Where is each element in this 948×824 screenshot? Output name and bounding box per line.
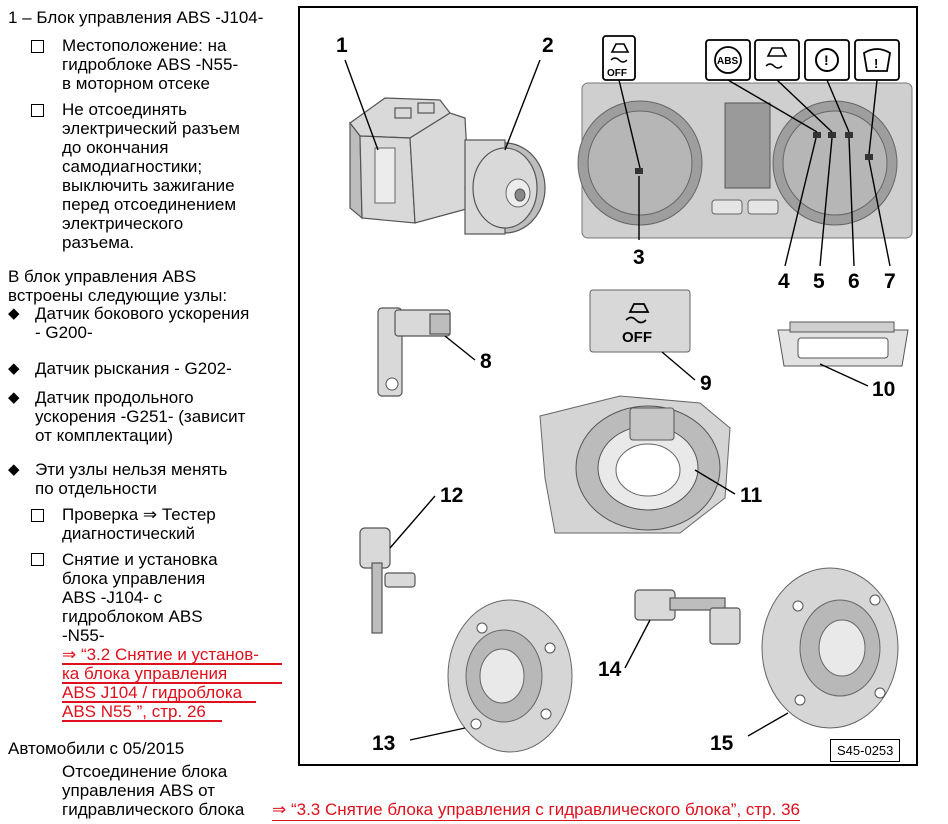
link-underline: [62, 720, 222, 722]
diamond-bullet-icon: ◆: [8, 360, 20, 377]
callout-leader: [868, 159, 891, 267]
sensor-plug: [634, 589, 741, 645]
sensor-item: Датчик продольного ускорения -G251- (зав…: [35, 388, 246, 445]
button-off-label: OFF: [622, 329, 652, 346]
callout-leader: [504, 59, 541, 151]
figure-drawing: 1 2 OFF ABS ! !: [336, 34, 913, 755]
callout-15: 15: [710, 732, 734, 755]
diamond-bullet-icon: ◆: [8, 389, 20, 406]
tire-pressure-warning-icon: !: [854, 39, 900, 81]
instrument-cluster: [577, 82, 913, 239]
checkbox-icon: [31, 553, 44, 566]
esc-warning-icon: [754, 39, 800, 81]
checkbox-icon: [31, 104, 44, 117]
diamond-bullet-icon: ◆: [8, 461, 20, 478]
sensor-item: Датчик рыскания - G202-: [35, 359, 232, 378]
callout-12: 12: [440, 484, 463, 507]
callout-leader: [409, 727, 466, 741]
callout-leader: [661, 351, 696, 381]
checkbox-icon: [31, 509, 44, 522]
callout-7: 7: [884, 270, 896, 293]
steering-angle-sensor: [539, 395, 731, 534]
component-title: 1 – Блок управления ABS -J104-: [8, 8, 264, 27]
callout-3: 3: [633, 246, 645, 269]
vehicles-heading: Автомобили с 05/2015: [8, 739, 185, 758]
callout-13: 13: [372, 732, 395, 755]
callout-leader: [747, 712, 789, 737]
wheel-hub-left: [447, 599, 573, 753]
callout-leader: [868, 79, 878, 155]
esc-off-button: OFF: [589, 289, 691, 353]
callout-leader: [344, 59, 379, 151]
callout-leader: [389, 495, 436, 549]
sensor-item: Эти узлы нельзя менять по отдельности: [35, 460, 228, 498]
checkbox-icon: [31, 40, 44, 53]
callout-leader: [784, 137, 817, 267]
callout-leader: [618, 79, 641, 169]
callout-6: 6: [848, 270, 860, 293]
sensor-connector: [377, 307, 451, 397]
callout-leader: [624, 619, 651, 669]
callout-9: 9: [700, 372, 712, 395]
abs-warning-icon: ABS: [705, 39, 751, 81]
callout-leader: [848, 137, 855, 267]
icon-off-label: OFF: [607, 68, 627, 79]
callout-leader: [819, 363, 869, 387]
diagnostic-connector: [777, 321, 909, 367]
callout-leader: [694, 469, 736, 495]
vehicles-disconnect-note: Отсоединение блока управления ABS от гид…: [62, 762, 245, 819]
callout-4: 4: [778, 270, 790, 293]
diamond-bullet-icon: ◆: [8, 305, 20, 322]
wheel-speed-sensor: [359, 527, 416, 634]
svg-text:!: !: [874, 56, 878, 71]
vehicles-link[interactable]: ⇒ “3.3 Снятие блока управления с гидравл…: [272, 800, 800, 821]
callout-leader: [444, 335, 476, 361]
callout-14: 14: [598, 658, 622, 681]
figure-reference-code: S45-0253: [830, 739, 901, 762]
wheel-hub-right: [761, 567, 899, 729]
callout-leader: [727, 79, 818, 133]
disconnect-note: Не отсоединять электрический разъем до о…: [62, 100, 240, 252]
sensor-item: Датчик бокового ускорения - G200-: [35, 304, 250, 342]
icon-abs-label: ABS: [717, 56, 738, 67]
callout-leader: [826, 79, 850, 133]
callout-8: 8: [480, 350, 492, 373]
callout-5: 5: [813, 270, 825, 293]
location-note: Местоположение: на гидроблоке ABS -N55- …: [62, 36, 239, 93]
brake-warning-icon: !: [804, 39, 850, 81]
link-underline: [62, 701, 256, 703]
callout-leader: [776, 79, 833, 133]
link-underline: [62, 682, 282, 684]
svg-text:!: !: [824, 52, 829, 68]
exploded-view-figure: 1 2 OFF ABS ! !: [298, 6, 918, 766]
removal-link[interactable]: ⇒ “3.2 Снятие и установ- ка блока управл…: [62, 645, 259, 721]
abs-control-unit: [349, 97, 546, 235]
integrated-intro: В блок управления ABS встроены следующие…: [8, 267, 228, 305]
callout-leader: [819, 137, 833, 267]
removal-note: Снятие и установка блока управления ABS …: [62, 550, 218, 645]
esc-off-warning-icon: OFF: [602, 35, 636, 81]
callout-2: 2: [542, 34, 554, 57]
callout-1: 1: [336, 34, 348, 57]
callout-11: 11: [740, 484, 763, 507]
link-underline: [62, 663, 282, 665]
check-note: Проверка ⇒ Тестер диагностический: [62, 505, 216, 543]
callout-10: 10: [872, 378, 895, 401]
